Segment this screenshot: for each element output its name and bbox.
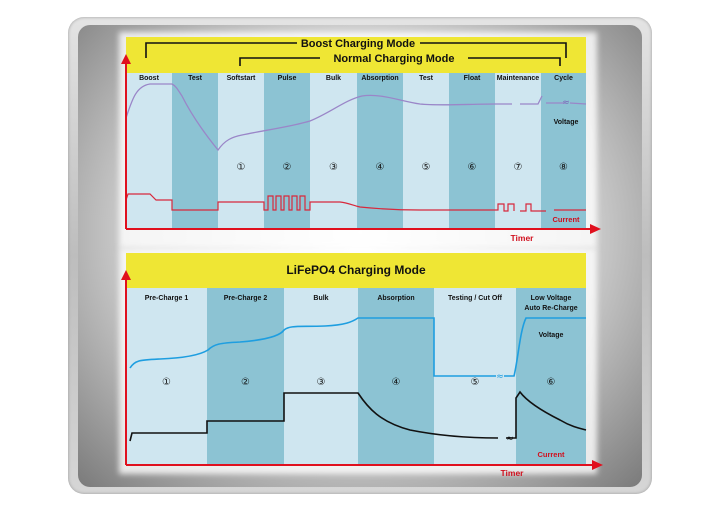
top-step-number: ① [237,162,246,173]
bottom-column-1 [126,288,207,465]
top-stage-label: Test [419,75,434,82]
bottom-stage-label: Pre-Charge 2 [224,295,268,302]
top-timer-label: Timer [511,233,535,243]
top-stage-label: Boost [139,75,160,82]
bottom-column-3 [284,288,358,465]
top-stage-label: Softstart [227,75,256,82]
top-step-number: ⑥ [468,162,477,173]
top-stage-label: Float [464,75,481,82]
top-voltage-label: Voltage [554,119,579,126]
top-column-3 [218,73,264,229]
bottom-current-break-mark: ≈ [506,434,514,444]
top-stage-label: Maintenance [497,75,540,82]
top-voltage-break-mark: ≈ [562,98,570,108]
top-y-axis-arrow [121,54,131,64]
boost-mode-bracket: Boost Charging Mode [145,38,567,58]
bottom-header-band [126,253,586,288]
bottom-timer-label: Timer [501,468,525,478]
bottom-step-number: ④ [392,377,401,388]
top-step-number: ⑤ [422,162,431,173]
bottom-voltage-curve [129,317,586,377]
bottom-stage-label: Auto Re-Charge [524,305,577,312]
top-step-number: ③ [329,162,338,173]
bottom-stage-labels: Pre-Charge 1 Pre-Charge 2 Bulk Absorption Te… [145,295,578,312]
top-step-number: ② [283,162,292,173]
top-current-label: Current [552,215,580,224]
top-x-axis-arrow [590,224,601,234]
top-current-curve [125,193,586,212]
bottom-stage-label: Testing / Cut Off [448,295,503,302]
normal-mode-bracket: Normal Charging Mode [239,53,561,66]
bottom-column-2 [207,288,284,465]
bottom-stage-label: Pre-Charge 1 [145,295,189,302]
bottom-step-number: ⑤ [471,377,480,388]
top-stage-columns [126,73,586,229]
top-column-7 [403,73,449,229]
boost-mode-label: Boost Charging Mode [301,38,415,50]
top-step-numbers: ① ② ③ ④ ⑤ ⑥ ⑦ ⑧ [237,162,568,173]
top-column-9 [495,73,541,229]
top-stage-labels: Boost Test Softstart Pulse Bulk Absorption Tes… [139,75,573,82]
bottom-current-curve [129,390,587,442]
top-column-10 [541,73,586,229]
bottom-stage-label: Absorption [377,295,414,302]
bottom-voltage-break-mark: ≈ [496,372,504,382]
bottom-step-number: ③ [317,377,326,388]
top-step-number: ⑦ [514,162,523,173]
top-column-4 [264,73,310,229]
top-stage-label: Absorption [361,75,398,82]
bottom-step-number: ② [241,377,250,388]
bottom-stage-columns [126,288,586,465]
bottom-title: LiFePO4 Charging Mode [286,263,426,277]
top-column-1 [126,73,172,229]
bottom-current-label: Current [537,450,565,459]
top-voltage-curve [125,83,587,152]
normal-mode-label: Normal Charging Mode [333,53,454,65]
top-stage-label: Cycle [554,75,573,82]
top-step-number: ④ [376,162,385,173]
top-step-number: ⑧ [559,162,568,173]
top-stage-label: Bulk [326,75,341,82]
bottom-x-axis-arrow [592,460,603,470]
top-column-2 [172,73,218,229]
bottom-stage-label: Bulk [313,295,328,302]
top-stage-label: Test [188,75,203,82]
bottom-voltage-label: Voltage [539,332,564,339]
top-column-5 [310,73,357,229]
bottom-stage-label: Low Voltage [531,295,572,302]
bottom-step-number: ① [162,377,171,388]
top-stage-label: Pulse [278,75,297,82]
bottom-step-number: ⑥ [547,377,556,388]
bottom-step-numbers: ① ② ③ ④ ⑤ ⑥ [162,377,555,388]
bottom-y-axis-arrow [121,270,131,280]
top-column-8 [449,73,495,229]
